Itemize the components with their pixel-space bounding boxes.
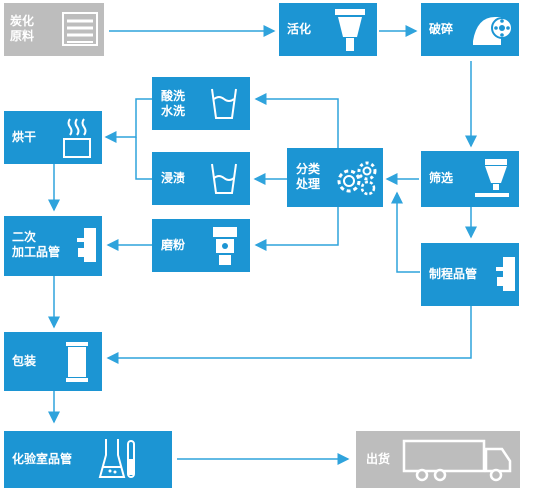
step-process-qc: 制程品管	[421, 243, 519, 306]
step-classify-label: 分类 处理	[296, 162, 321, 191]
bag-icon	[66, 342, 88, 382]
arrow-processqc-pack	[106, 306, 472, 364]
step-acid-wash: 酸洗 水洗	[152, 77, 250, 130]
step-grind: 磨粉	[152, 219, 250, 272]
step-lab-qc-label: 化验室品管	[12, 452, 73, 466]
microscope-icon	[496, 257, 515, 291]
arrow-processqc-classify	[391, 191, 420, 273]
step-crush-label: 破碎	[429, 22, 454, 36]
step-activate-label: 活化	[287, 22, 312, 36]
step-lab-qc: 化验室品管	[4, 431, 172, 488]
step-crush: 破碎	[421, 3, 519, 56]
microscope-icon	[77, 228, 96, 262]
oven-steam-icon	[63, 118, 91, 158]
step-screen: 筛选	[421, 151, 519, 207]
step-dry-label: 烘干	[12, 130, 37, 144]
step-acid-wash-label: 酸洗 水洗	[161, 89, 186, 118]
gears-icon	[337, 161, 377, 196]
step-raw-material: 炭化 原料	[4, 3, 104, 56]
step-ship-label: 出货	[366, 452, 391, 466]
flask-tube-icon	[98, 439, 135, 478]
list-icon	[62, 12, 98, 46]
step-soak-label: 浸渍	[161, 171, 186, 185]
arrow-acid-dry	[104, 98, 152, 143]
step-dry: 烘干	[4, 111, 102, 164]
arrow-soak-dry	[135, 137, 152, 180]
step-classify: 分类 处理	[287, 148, 383, 207]
step-process-qc-label: 制程品管	[429, 267, 478, 281]
step-activate: 活化	[279, 3, 377, 56]
beaker-icon	[211, 163, 237, 194]
step-pack: 包装	[4, 332, 102, 391]
sieve-hopper-icon	[475, 159, 509, 197]
step-raw-material-label: 炭化 原料	[10, 14, 35, 43]
beaker-wave-icon	[211, 88, 237, 119]
step-soak: 浸渍	[152, 152, 250, 205]
arrow-classify-acid	[254, 93, 339, 148]
arrow-classify-grind	[254, 207, 339, 251]
truck-icon	[402, 439, 512, 482]
step-pack-label: 包装	[12, 354, 37, 368]
step-secondary-qc-label: 二次 加工品管	[12, 230, 61, 259]
crusher-icon	[473, 17, 513, 45]
step-screen-label: 筛选	[429, 171, 454, 185]
grinder-icon	[213, 227, 237, 265]
step-grind-label: 磨粉	[161, 238, 186, 252]
hopper-icon	[335, 9, 365, 51]
step-secondary-qc: 二次 加工品管	[4, 216, 102, 276]
step-ship: 出货	[356, 431, 520, 488]
